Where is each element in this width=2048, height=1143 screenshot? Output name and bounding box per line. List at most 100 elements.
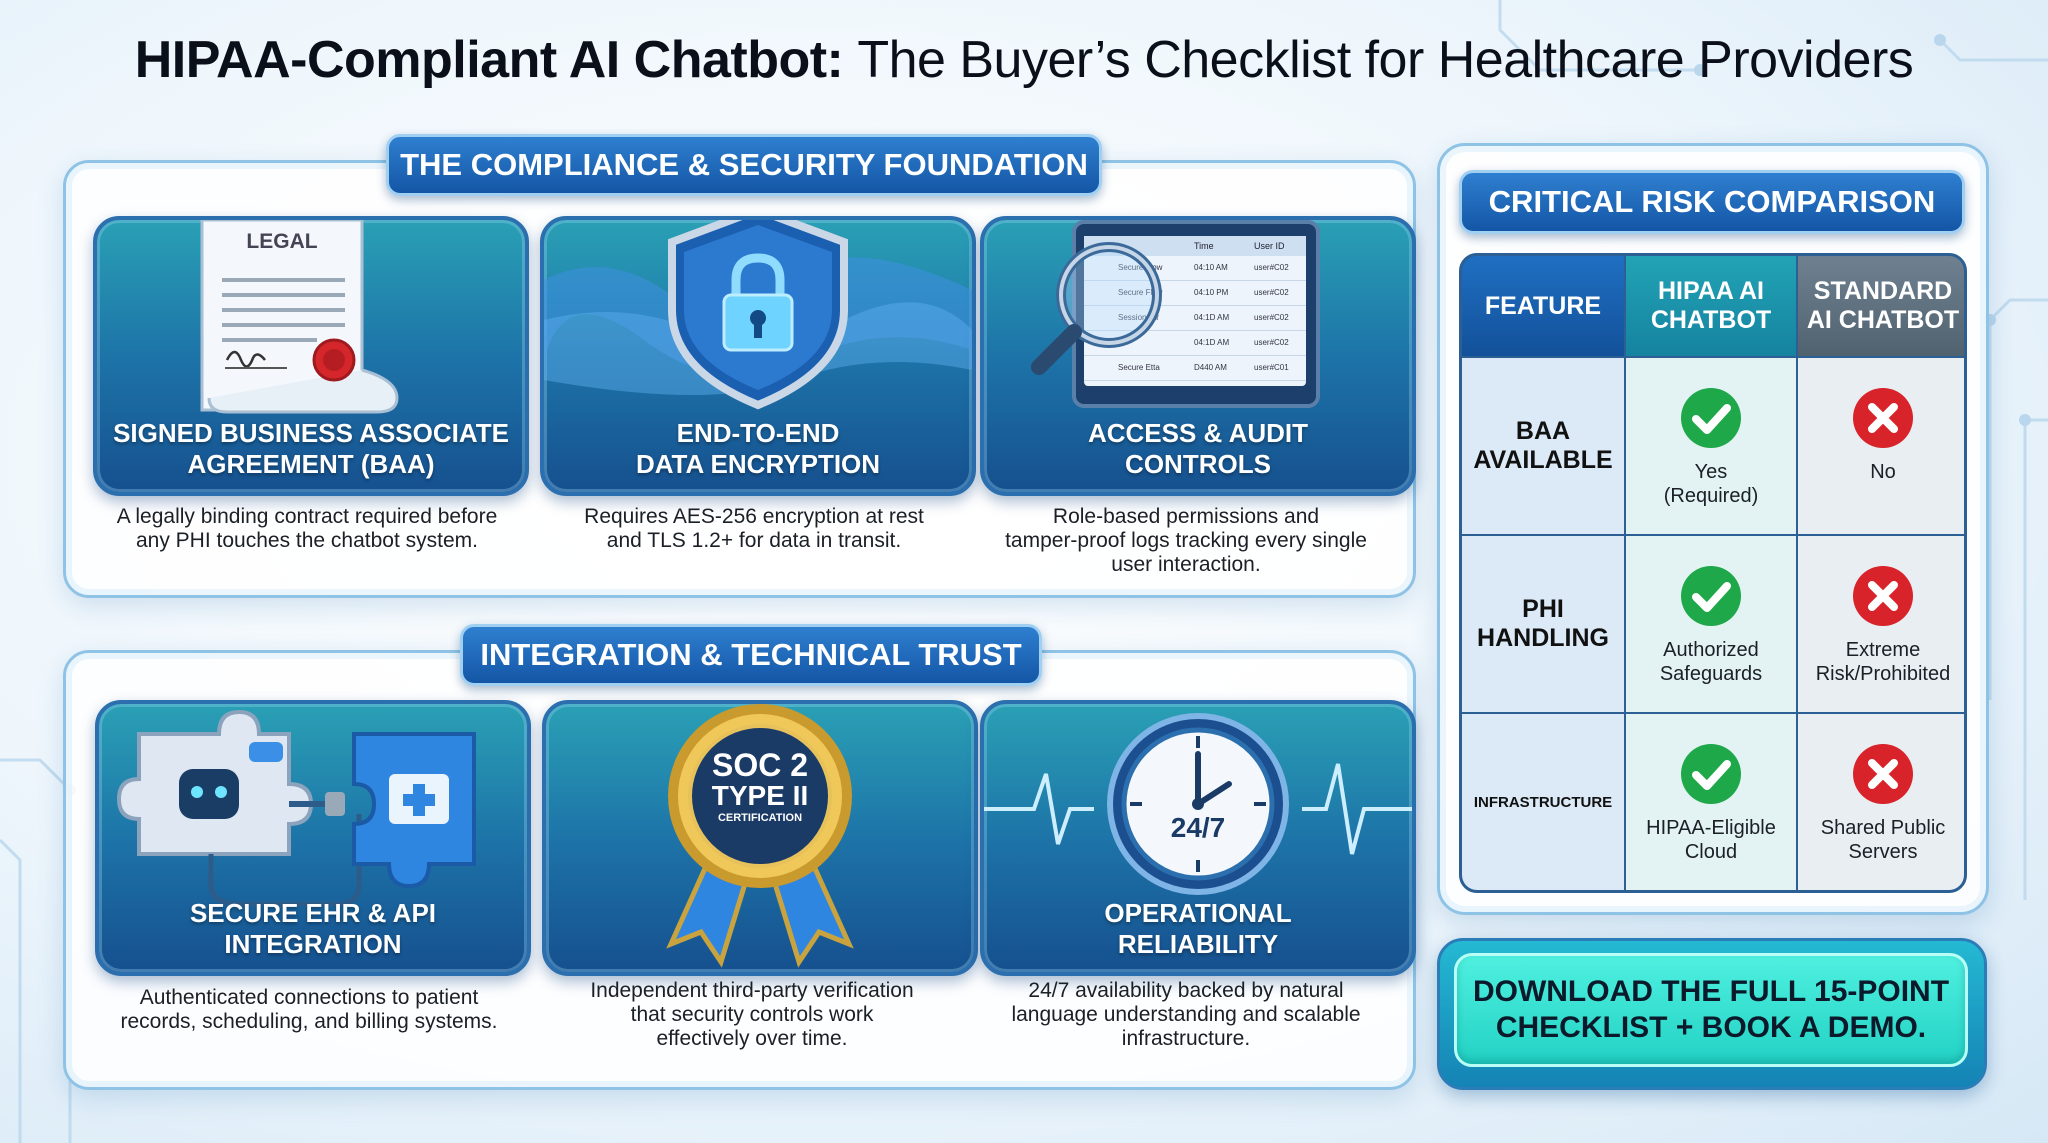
log-header-user: User ID [1254, 241, 1285, 251]
encryption-title-line2: DATA ENCRYPTION [635, 449, 881, 479]
log-row-name: Session Str [1118, 313, 1159, 322]
soc2-desc-line3: effectively over time. [656, 1027, 848, 1050]
badge-line2: TYPE II [711, 780, 809, 811]
ehr-desc-line2: records, scheduling, and billing systems… [120, 1010, 498, 1033]
check-icon [1681, 566, 1741, 626]
baa-desc-line1: A legally binding contract required befo… [116, 505, 498, 528]
row-phi-standard-line2: Risk/Prohibited [1815, 663, 1951, 685]
header-feature: FEATURE [1462, 256, 1624, 356]
log-row-time: 04:10 PM [1194, 288, 1229, 297]
header-hipaa-line2: CHATBOT [1650, 306, 1772, 334]
check-icon [1681, 388, 1741, 448]
cross-icon [1853, 744, 1913, 804]
check-icon [1681, 744, 1741, 804]
log-row-time: 04:10 AM [1194, 263, 1228, 272]
soc2-desc-line2: that security controls work [630, 1003, 874, 1026]
download-checklist-button[interactable]: DOWNLOAD THE FULL 15-POINT CHECKLIST + B… [1454, 953, 1968, 1067]
row-baa-standard: No [1798, 358, 1964, 534]
baa-card-description: A legally binding contract required befo… [87, 505, 527, 553]
log-row-user: user#C02 [1254, 338, 1289, 347]
row-infra-standard-line1: Shared Public [1820, 817, 1946, 839]
audit-desc-line1: Role-based permissions and [1052, 505, 1320, 528]
puzzle-integration-icon [116, 709, 476, 907]
row-infra-feature-line1: INFRASTRUCTURE [1473, 793, 1613, 811]
soc2-badge-icon [666, 704, 854, 968]
baa-title-line1: SIGNED BUSINESS ASSOCIATE [113, 418, 509, 448]
row-baa-feature-line2: AVAILABLE [1473, 446, 1613, 474]
soc2-desc-line1: Independent third-party verification [590, 979, 914, 1002]
title-bold: HIPAA-Compliant AI Chatbot: [134, 31, 844, 89]
soc2-card: SOC 2 TYPE II CERTIFICATION [542, 700, 978, 976]
encryption-card-title: END-TO-END DATA ENCRYPTION [544, 418, 972, 480]
reliability-desc-line2: language understanding and scalable [1011, 1003, 1361, 1026]
ehr-card-title: SECURE EHR & API INTEGRATION [99, 898, 527, 960]
log-row-user: user#C01 [1254, 363, 1289, 372]
audit-card-description: Role-based permissions and tamper-proof … [966, 505, 1406, 577]
reliability-card-description: 24/7 availability backed by natural lang… [966, 979, 1406, 1051]
audit-title-line2: CONTROLS [1125, 449, 1271, 479]
log-row-time: D440 AM [1194, 363, 1227, 372]
page-title: HIPAA-Compliant AI Chatbot: The Buyer’s … [0, 30, 2048, 90]
soc2-badge-text: SOC 2 TYPE II CERTIFICATION [690, 748, 830, 826]
log-row-name [1084, 331, 1194, 355]
clock-label: 24/7 [1170, 812, 1226, 843]
row-baa-hipaa-line2: (Required) [1663, 485, 1759, 507]
ehr-card-description: Authenticated connections to patient rec… [89, 986, 529, 1034]
cta-line1: DOWNLOAD THE FULL 15-POINT [1472, 975, 1950, 1008]
baa-desc-line2: any PHI touches the chatbot system. [135, 529, 478, 552]
row-baa-hipaa-line1: Yes [1694, 461, 1728, 483]
audit-card-title: ACCESS & AUDIT CONTROLS [984, 418, 1412, 480]
log-row-time: 04:1D AM [1194, 313, 1230, 322]
reliability-card-title: OPERATIONAL RELIABILITY [984, 898, 1412, 960]
reliability-title-line2: RELIABILITY [1117, 929, 1279, 959]
ehr-desc-line1: Authenticated connections to patient [139, 986, 479, 1009]
cross-icon [1853, 388, 1913, 448]
title-rest: The Buyer’s Checklist for Healthcare Pro… [857, 31, 1914, 89]
row-baa-hipaa: Yes(Required) [1626, 358, 1796, 534]
log-row: Secure Etta D440 AM user#C01 [1084, 356, 1306, 381]
encryption-desc-line2: and TLS 1.2+ for data in transit. [606, 529, 902, 552]
log-row-name: Secure Flow [1118, 263, 1163, 272]
audit-desc-line3: user interaction. [1111, 553, 1261, 576]
encryption-title-line1: END-TO-END [676, 418, 840, 448]
header-hipaa-line1: HIPAA AI [1657, 277, 1764, 305]
row-phi-feature-line2: HANDLING [1477, 624, 1609, 652]
log-row: Secure Flow 04:10 PM user#C02 [1084, 281, 1306, 306]
clock-heartbeat-icon [984, 713, 1412, 895]
baa-card-title: SIGNED BUSINESS ASSOCIATE AGREEMENT (BAA… [97, 418, 525, 480]
log-row-user: user#C02 [1254, 313, 1289, 322]
row-phi-feature-line1: PHI [1522, 595, 1564, 623]
header-standard-line2: AI CHATBOT [1806, 306, 1960, 334]
log-row-user: user#C02 [1254, 288, 1289, 297]
log-row-name: Secure Etta [1118, 363, 1160, 372]
cta-line2: CHECKLIST + BOOK A DEMO. [1495, 1011, 1927, 1044]
audit-desc-line2: tamper-proof logs tracking every single [1005, 529, 1367, 552]
integration-section-label: INTEGRATION & TECHNICAL TRUST [460, 624, 1042, 686]
badge-line1: SOC 2 [711, 747, 809, 783]
shield-lock-icon [544, 220, 972, 410]
row-phi-hipaa-line1: Authorized [1663, 639, 1759, 661]
encryption-card-description: Requires AES-256 encryption at rest and … [534, 505, 974, 553]
row-infra-standard-line2: Servers [1848, 841, 1918, 863]
soc2-card-description: Independent third-party verification tha… [532, 979, 972, 1051]
row-infra-feature: INFRASTRUCTURE [1462, 714, 1624, 890]
compliance-section-label: THE COMPLIANCE & SECURITY FOUNDATION [386, 134, 1102, 196]
reliability-desc-line1: 24/7 availability backed by natural [1028, 979, 1344, 1002]
log-row: Session Str 04:1D AM user#C02 [1084, 306, 1306, 331]
baa-title-line2: AGREEMENT (BAA) [187, 449, 435, 479]
reliability-desc-line3: infrastructure. [1121, 1027, 1251, 1050]
log-row-name: Secure Flow [1118, 288, 1163, 297]
row-baa-standard-line1: No [1870, 461, 1896, 483]
